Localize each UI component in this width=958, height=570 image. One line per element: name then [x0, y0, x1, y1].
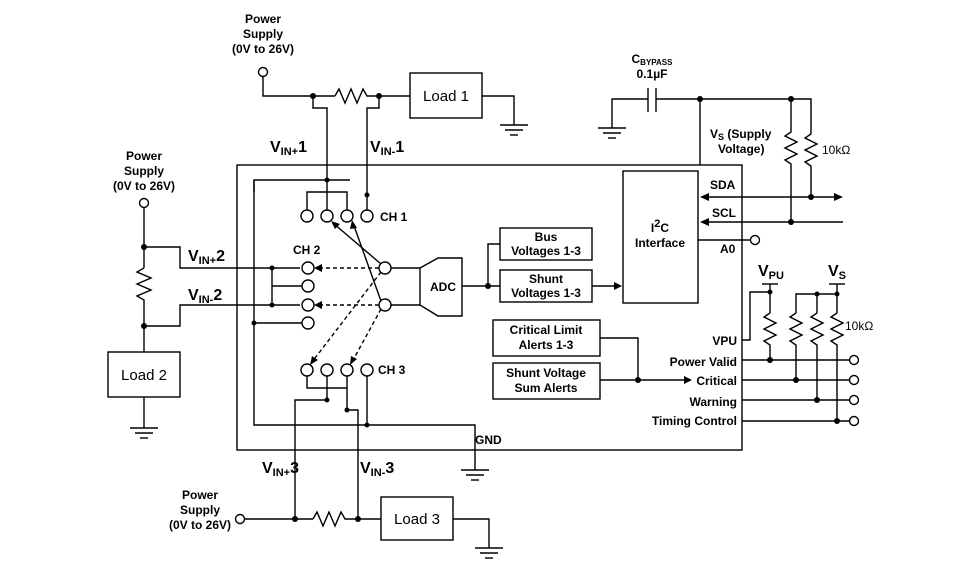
ground-load-3: [475, 547, 503, 559]
ps-bot-line2: Supply: [180, 503, 220, 517]
adc-label: ADC: [430, 280, 456, 294]
i2c-interface-label: Interface: [635, 236, 685, 250]
timing-control-label: Timing Control: [652, 414, 737, 428]
scl-label: SCL: [712, 206, 736, 220]
vin2-minus-label: VIN-2: [188, 287, 222, 306]
shunt-sum-line1: Shunt Voltage: [506, 366, 586, 380]
ps-top-line3: (0V to 26V): [232, 42, 294, 56]
power-supply-left: Power Supply (0V to 26V): [113, 149, 175, 209]
pullup-resistor-warning: [809, 312, 825, 400]
critical-limit-line1: Critical Limit: [510, 323, 583, 337]
shunt-voltages-line1: Shunt: [529, 272, 563, 286]
vin3-minus-label: VIN-3: [360, 460, 394, 479]
pullup-resistor-critical: [788, 312, 804, 380]
vin2-plus-label: VIN+2: [188, 248, 225, 267]
critical-terminal: [848, 374, 860, 386]
warning-terminal: [848, 394, 860, 406]
ch2-terminals: [301, 261, 315, 330]
ps-left-line3: (0V to 26V): [113, 179, 175, 193]
vin3-plus-label: VIN+3: [262, 460, 299, 479]
sda-label: SDA: [710, 178, 736, 192]
pullup-resistor-sda: [783, 99, 799, 222]
shunt-resistor-1: [334, 87, 410, 105]
ps-left-terminal: [138, 197, 150, 209]
load-1-box: [409, 72, 483, 119]
power-valid-terminal: [848, 354, 860, 366]
ps-top-line2: Supply: [243, 27, 283, 41]
chip-outline: [236, 164, 743, 451]
a0-label: A0: [720, 242, 736, 256]
load-3-label: Load 3: [394, 511, 440, 528]
load-2-label: Load 2: [121, 367, 167, 384]
vin1-minus-label: VIN-1: [370, 139, 404, 158]
ps-left-line1: Power: [126, 149, 162, 163]
ground-bypass: [598, 127, 626, 139]
pullup-resistor-timing: [829, 312, 845, 421]
ch2-label: CH 2: [293, 243, 321, 257]
shunt-sum-line2: Sum Alerts: [515, 381, 578, 395]
ps-bot-line1: Power: [182, 488, 218, 502]
vpu-pin-label: VPU: [712, 334, 737, 348]
critical-limit-line2: Alerts 1-3: [519, 338, 574, 352]
r10k-top-label: 10kΩ: [822, 143, 850, 157]
i2c-interface-box: [622, 170, 699, 304]
ch1-label: CH 1: [380, 210, 408, 224]
cbypass-value: 0.1µF: [637, 67, 668, 81]
r10k-right-label: 10kΩ: [845, 319, 873, 333]
adc-block: [419, 257, 463, 317]
vs-supply-label: VS (Supply: [710, 127, 772, 142]
power-valid-label: Power Valid: [670, 355, 737, 369]
ch1-terminals: [300, 209, 374, 223]
power-supply-top: Power Supply (0V to 26V): [232, 12, 294, 78]
i2c-label: I2C: [651, 218, 669, 235]
ch3-label: CH 3: [378, 363, 406, 377]
cbypass-label: CBYPASS: [632, 52, 674, 67]
timing-control-terminal: [848, 415, 860, 427]
ps-top-terminal: [257, 66, 269, 78]
shunt-resistor-3: [312, 510, 381, 528]
bypass-capacitor: CBYPASS 0.1µF: [632, 52, 674, 112]
bus-voltages-line1: Bus: [535, 230, 558, 244]
gnd-label: GND: [475, 433, 502, 447]
critical-label: Critical: [696, 374, 737, 388]
a0-terminal: [749, 234, 761, 246]
ch3-terminals: [300, 363, 374, 377]
vin1-plus-label: VIN+1: [270, 139, 307, 158]
shunt-resistor-2: [135, 267, 153, 352]
ground-load-1: [500, 124, 528, 136]
shunt-voltages-line2: Voltages 1-3: [511, 286, 581, 300]
power-supply-bottom: Power Supply (0V to 26V): [169, 488, 246, 532]
vpu-label: VPU: [758, 263, 784, 282]
shunt-voltage-sum-alerts-box: [492, 362, 601, 400]
ps-bot-line3: (0V to 26V): [169, 518, 231, 532]
ground-load-2: [130, 427, 158, 439]
vs-supply-label-2: Voltage): [718, 142, 764, 156]
ps-bottom-terminal: [234, 513, 246, 525]
load-1-label: Load 1: [423, 88, 469, 105]
ps-top-line1: Power: [245, 12, 281, 26]
ps-left-line2: Supply: [124, 164, 164, 178]
pullup-resistor-scl: [803, 130, 819, 197]
load-2-box: [107, 351, 181, 398]
pullup-resistor-power-valid: [762, 312, 778, 360]
bus-voltages-box: [499, 227, 593, 261]
shunt-voltages-box: [499, 269, 593, 303]
warning-label: Warning: [689, 395, 737, 409]
vs-label: VS: [828, 263, 846, 282]
ground-chip: [461, 469, 489, 481]
bus-voltages-line2: Voltages 1-3: [511, 244, 581, 258]
